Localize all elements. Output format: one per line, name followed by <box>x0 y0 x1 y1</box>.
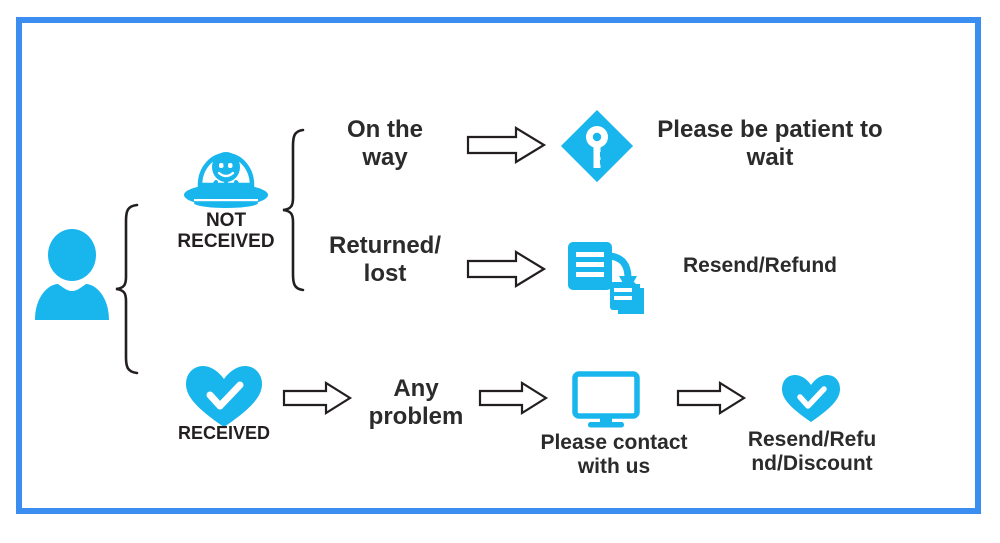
ufo-alien-icon <box>180 133 272 215</box>
monitor-icon <box>572 371 646 430</box>
condition-returned-lost: Returned/ lost <box>328 232 441 287</box>
branch-caption-not-received: NOT RECEIVED <box>177 210 275 252</box>
arrow-right-icon-1 <box>466 126 547 164</box>
arrow-right-icon-4 <box>478 381 549 415</box>
heart-check-icon-result <box>780 373 842 425</box>
brace-main <box>113 203 145 375</box>
result-please-be-patient: Please be patient to wait <box>657 116 883 171</box>
branch-caption-received: RECEIVED <box>177 423 271 443</box>
brace-not-received <box>280 128 310 292</box>
condition-on-the-way: On the way <box>347 116 423 171</box>
result-resend-refund: Resend/Refund <box>682 254 837 277</box>
arrow-right-icon-2 <box>466 250 547 288</box>
arrow-right-icon-5 <box>676 381 747 415</box>
person-icon <box>33 228 111 320</box>
document-resend-icon <box>566 238 648 318</box>
key-diamond-icon <box>557 106 637 186</box>
step-label-please-contact: Please contact with us <box>540 431 688 479</box>
condition-any-problem: Any problem <box>368 375 464 430</box>
result-resend-refund-discount: Resend/Refu nd/Discount <box>747 428 877 476</box>
arrow-right-icon-3 <box>282 381 353 415</box>
heart-check-icon-received <box>184 364 264 430</box>
